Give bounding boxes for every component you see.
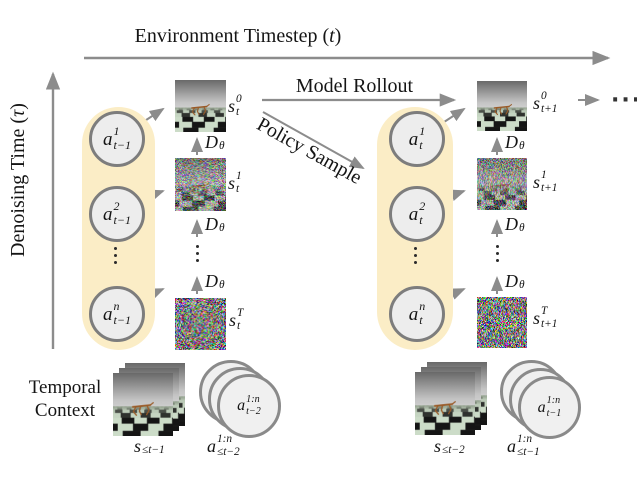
- vertical-ellipsis: [112, 247, 118, 264]
- context-frames-label-left: s≤t−1: [134, 436, 165, 457]
- state-image-noisy-t1: [477, 158, 527, 210]
- vertical-ellipsis: [412, 247, 418, 264]
- x-axis-title: Environment Timestep (t): [134, 25, 342, 47]
- vertical-ellipsis: [194, 245, 200, 262]
- y-axis-title: Denoising Time (τ): [7, 103, 29, 257]
- model-rollout-label: Model Rollout: [295, 75, 414, 97]
- policy-sample-label: Policy Sample: [253, 113, 366, 189]
- continuation-ellipsis: ···: [611, 88, 637, 113]
- state-image-purenoise-t1: [477, 297, 527, 348]
- temporal-context-label: Temporal Context: [28, 377, 102, 421]
- state-image-purenoise-t: [175, 298, 226, 350]
- context-frame: [415, 372, 475, 435]
- vertical-ellipsis: [494, 245, 500, 262]
- state-image-clean-t: [175, 80, 226, 132]
- state-image-noisy-t: [175, 158, 226, 211]
- state-image-clean-t1: [477, 81, 527, 131]
- context-frame: [113, 373, 173, 436]
- context-frames-label-right: s≤t−2: [434, 436, 465, 457]
